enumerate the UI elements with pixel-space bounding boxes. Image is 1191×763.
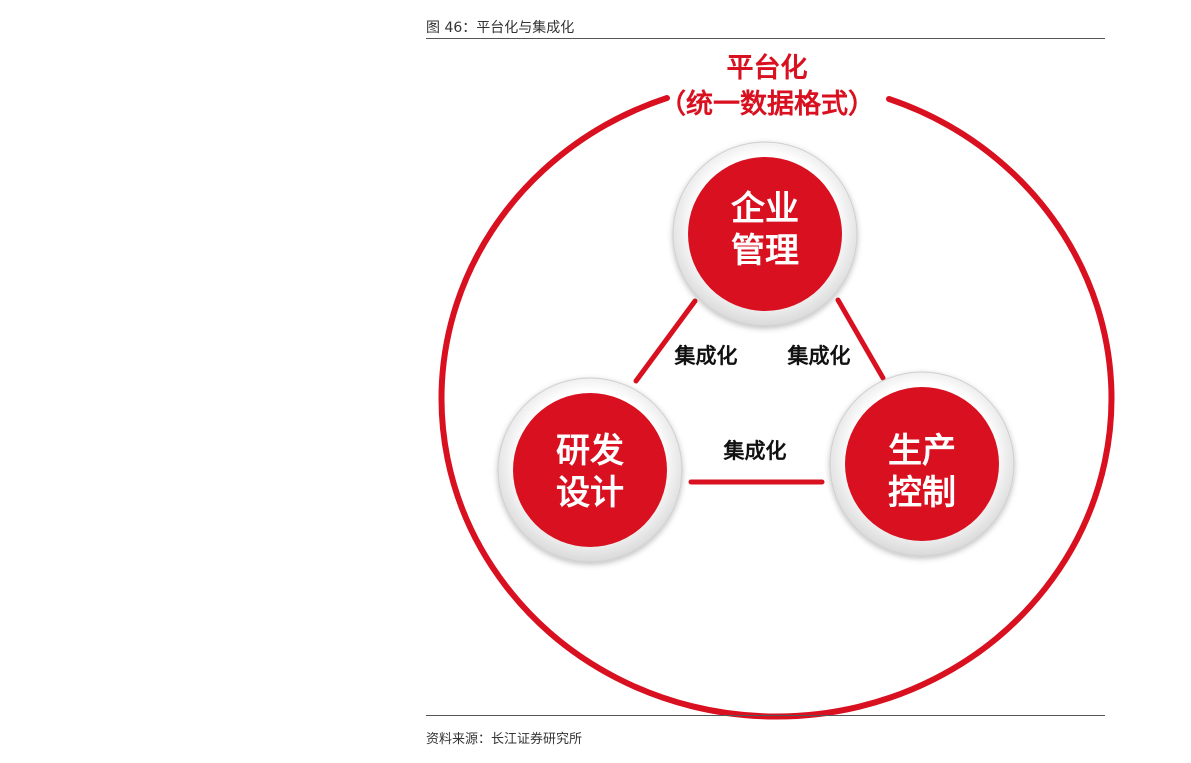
figure-caption: 图 46：平台化与集成化 [426,20,575,36]
node-right-line2: 控制 [888,473,956,513]
node-production-control: 生产 控制 [829,371,1015,557]
node-top-line2: 管理 [731,231,799,271]
source-note: 资料来源：长江证券研究所 [426,732,583,747]
node-top-line1: 企业 [731,189,799,229]
node-enterprise-management: 企业 管理 [672,141,858,327]
node-left-line2: 设计 [556,473,624,513]
source-divider [426,715,1105,716]
edge-line-left [633,298,698,384]
node-left-line1: 研发 [556,431,624,471]
outer-platform-ring [438,95,1115,720]
node-right-line1: 生产 [888,431,956,471]
edge-line-right [835,297,886,381]
node-rd-design: 研发 设计 [497,377,683,563]
edge-label-left: 集成化 [674,344,738,368]
edge-label-right: 集成化 [787,344,851,368]
outer-title-line2: （统一数据格式） [659,88,875,120]
edge-label-bottom: 集成化 [723,439,787,463]
caption-divider [426,38,1105,39]
outer-title-line1: 平台化 [727,52,808,84]
